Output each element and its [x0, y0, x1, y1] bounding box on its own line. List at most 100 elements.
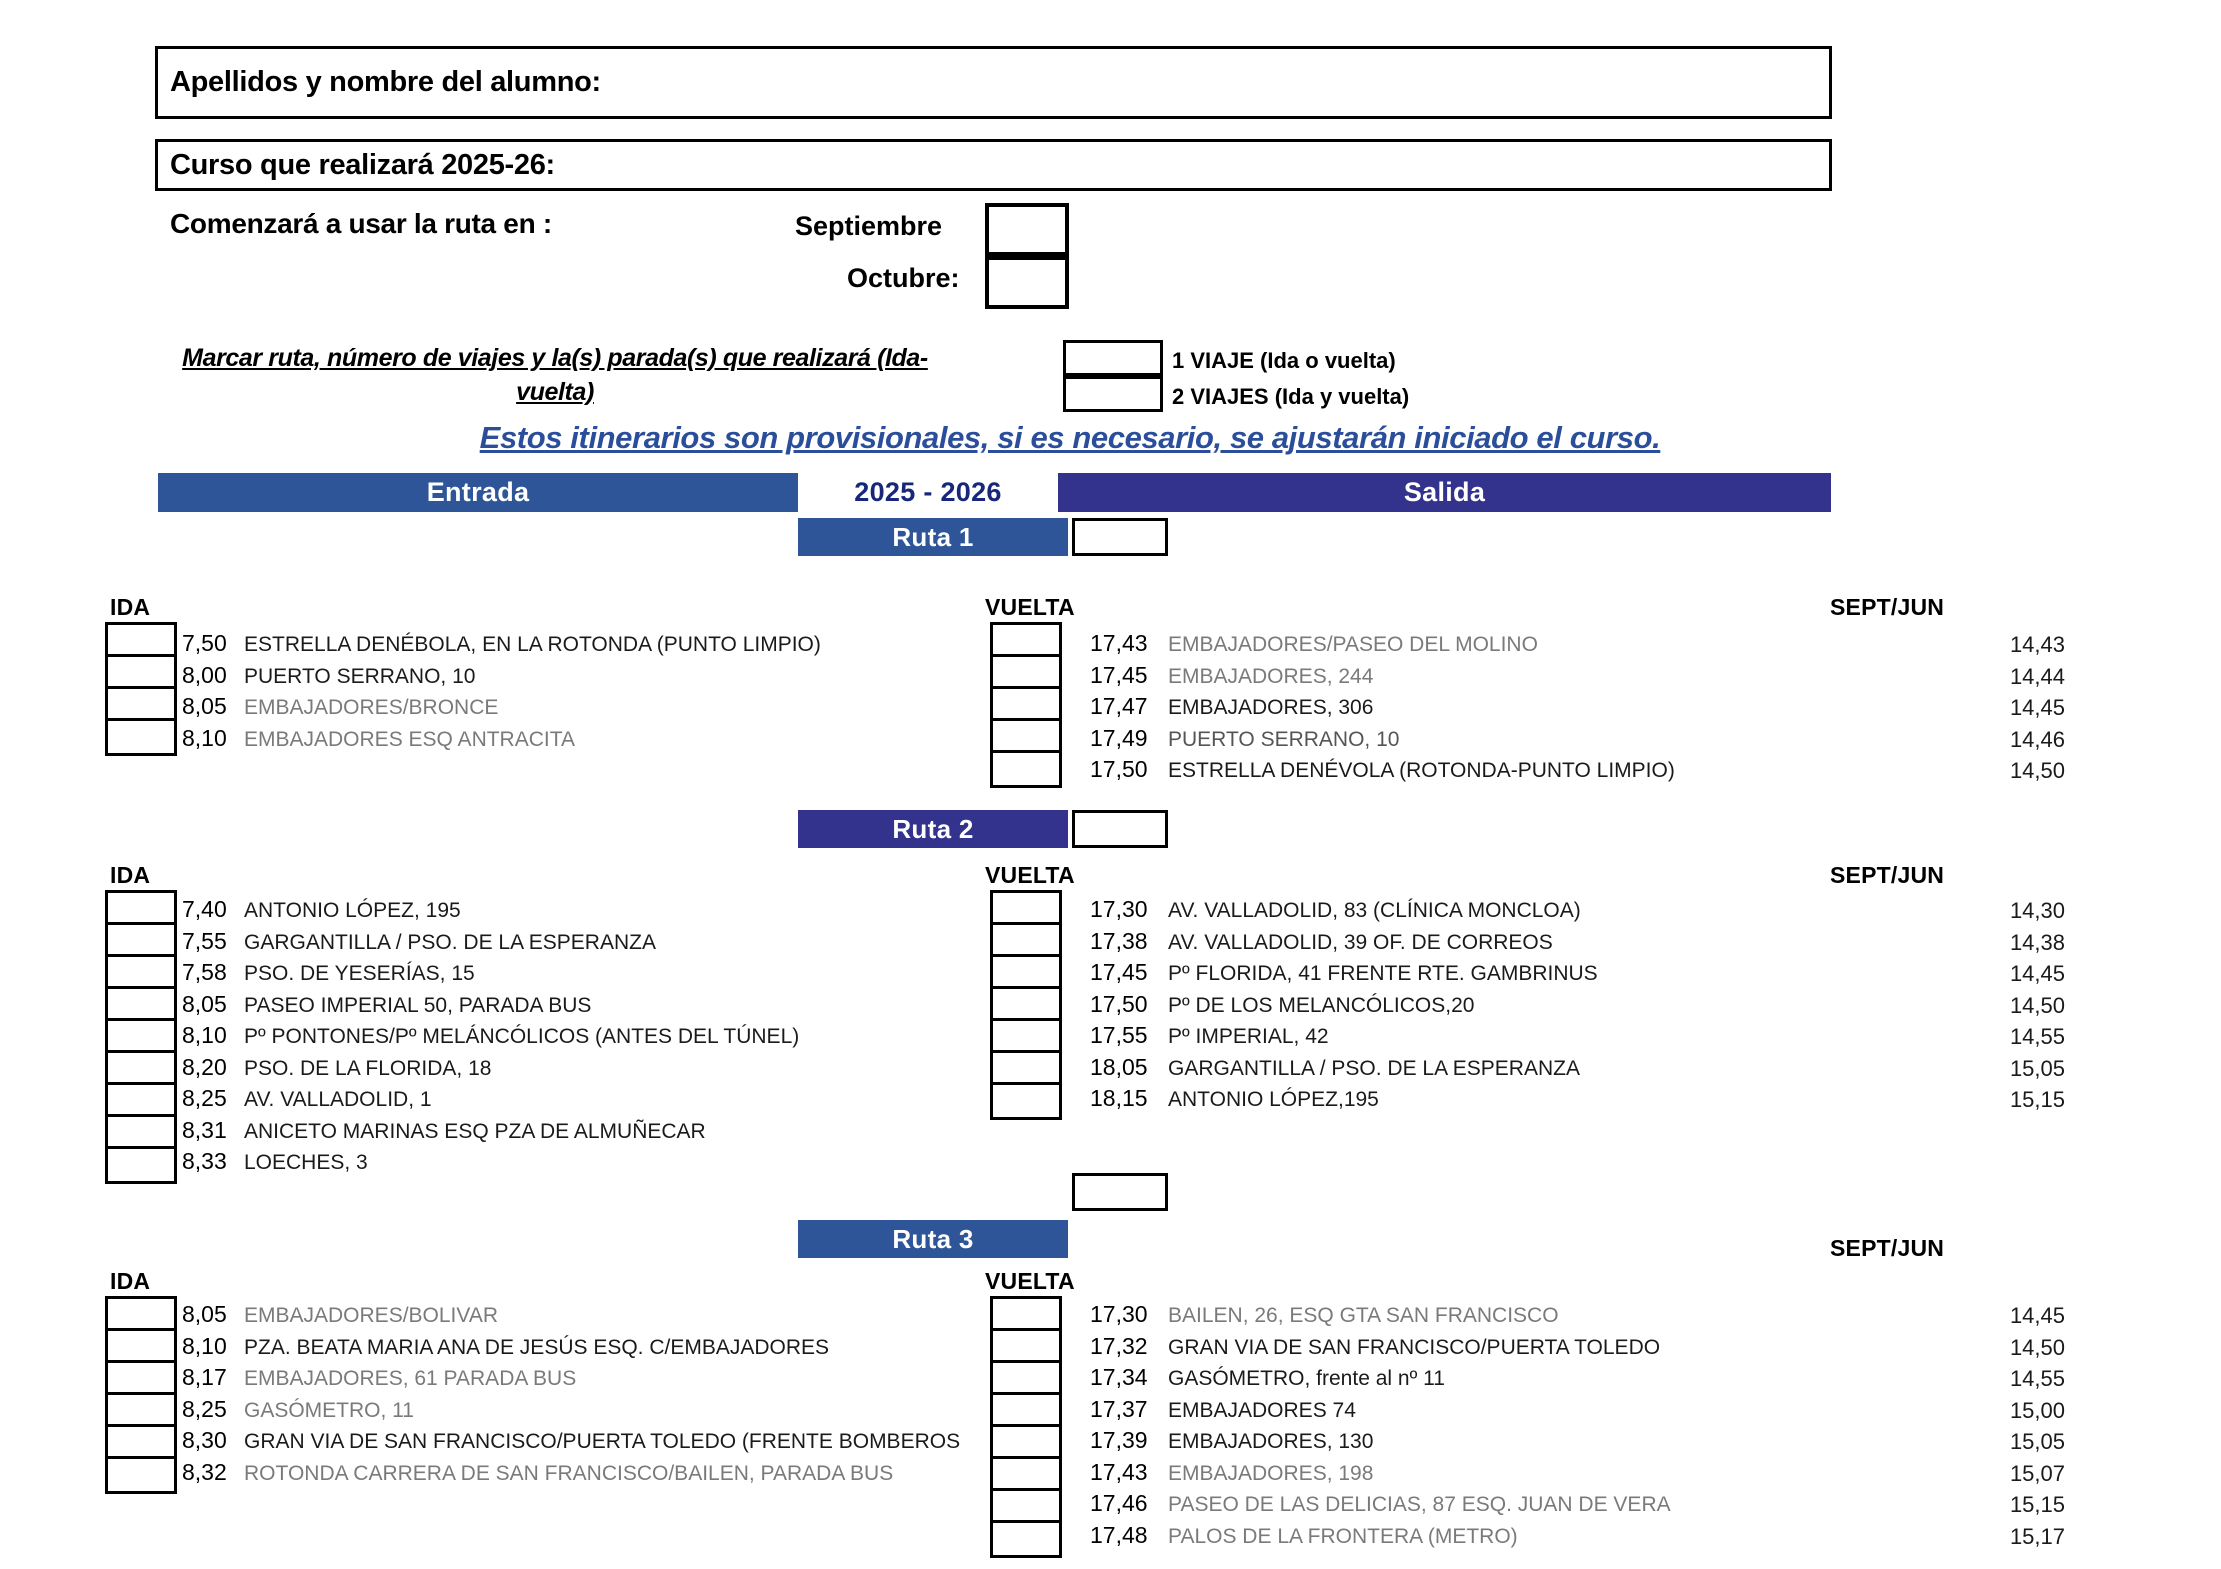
ruta-1-select-checkbox[interactable] — [1072, 518, 1168, 556]
checkbox-cell[interactable] — [993, 893, 1059, 925]
checkbox-cell[interactable] — [108, 1331, 174, 1363]
checkbox-cell[interactable] — [993, 689, 1059, 721]
septjun-time: 14,45 — [2009, 961, 2065, 986]
viaje-1-checkbox[interactable] — [1063, 340, 1163, 376]
checkbox-cell[interactable] — [993, 1523, 1059, 1555]
septjun-time: 14,50 — [2009, 758, 2065, 783]
checkbox-cell[interactable] — [993, 989, 1059, 1021]
checkbox-cell[interactable] — [993, 1299, 1059, 1331]
checkbox-cell[interactable] — [993, 1053, 1059, 1085]
vuelta-checkbox-stack[interactable] — [990, 890, 1062, 1120]
ruta-2-label: Ruta 2 — [892, 813, 974, 844]
salida-header-bar: Salida — [1058, 473, 1831, 512]
septjun-time: 15,15 — [2009, 1492, 2065, 1517]
ida-stop-time: 8,31 — [182, 1116, 227, 1143]
ruta-2-select-checkbox[interactable] — [1072, 810, 1168, 848]
octubre-checkbox[interactable] — [985, 256, 1069, 309]
vuelta-checkbox-stack[interactable] — [990, 1296, 1062, 1558]
checkbox-cell[interactable] — [993, 957, 1059, 989]
curso-field-box[interactable]: Curso que realizará 2025-26: — [155, 139, 1832, 191]
checkbox-cell[interactable] — [993, 1363, 1059, 1395]
checkbox-cell[interactable] — [993, 753, 1059, 785]
viaje-2-checkbox[interactable] — [1063, 376, 1163, 412]
checkbox-cell[interactable] — [108, 893, 174, 925]
vuelta-stop-time: 17,34 — [1090, 1364, 1148, 1390]
checkbox-cell[interactable] — [108, 1459, 174, 1491]
checkbox-cell[interactable] — [993, 721, 1059, 753]
ida-column-header: IDA — [110, 594, 151, 620]
checkbox-cell[interactable] — [108, 1427, 174, 1459]
vuelta-stop-name: AV. VALLADOLID, 39 OF. DE CORREOS — [1168, 930, 1553, 954]
vuelta-stop-time: 17,37 — [1090, 1395, 1148, 1422]
checkbox-cell[interactable] — [108, 989, 174, 1021]
apellidos-field-box[interactable]: Apellidos y nombre del alumno: — [155, 46, 1832, 119]
provisional-notice: Estos itinerarios son provisionales, si … — [479, 420, 1661, 455]
checkbox-cell[interactable] — [993, 625, 1059, 657]
septjun-column-header: SEPT/JUN — [1830, 594, 1945, 620]
ida-stop-time: 7,55 — [182, 927, 227, 954]
vuelta-stop-name: EMBAJADORES, 130 — [1168, 1430, 1374, 1453]
vuelta-stop-name: ANTONIO LÓPEZ,195 — [1168, 1088, 1379, 1111]
anio-header-bar: 2025 - 2026 — [798, 473, 1058, 512]
checkbox-cell[interactable] — [108, 657, 174, 689]
checkbox-cell[interactable] — [993, 1459, 1059, 1491]
ida-column-header: IDA — [110, 1268, 151, 1294]
ida-checkbox-stack[interactable] — [105, 622, 177, 756]
vuelta-stop-time: 17,55 — [1090, 1022, 1148, 1048]
entrada-label: Entrada — [426, 477, 530, 507]
checkbox-cell[interactable] — [108, 1053, 174, 1085]
checkbox-cell[interactable] — [108, 625, 174, 657]
checkbox-cell[interactable] — [108, 721, 174, 753]
checkbox-cell[interactable] — [108, 1021, 174, 1053]
checkbox-cell[interactable] — [993, 925, 1059, 957]
ruta-3-label: Ruta 3 — [892, 1223, 974, 1254]
checkbox-cell[interactable] — [108, 1085, 174, 1117]
checkbox-cell[interactable] — [108, 1363, 174, 1395]
ruta-3-select-checkbox[interactable] — [1072, 1173, 1168, 1211]
checkbox-cell[interactable] — [108, 925, 174, 957]
checkbox-cell[interactable] — [108, 1395, 174, 1427]
septiembre-checkbox[interactable] — [985, 203, 1069, 256]
vuelta-stop-name: Pº IMPERIAL, 42 — [1168, 1025, 1329, 1048]
vuelta-stop-time: 17,30 — [1090, 896, 1148, 922]
vuelta-stop-name: AV. VALLADOLID, 83 (CLÍNICA MONCLOA) — [1168, 899, 1581, 922]
checkbox-cell[interactable] — [993, 1427, 1059, 1459]
septjun-time: 14,50 — [2009, 1334, 2065, 1360]
ida-stop-time: 8,30 — [182, 1427, 227, 1453]
ida-stop-name: ANTONIO LÓPEZ, 195 — [244, 899, 461, 922]
vuelta-stop-name: EMBAJADORES 74 — [1168, 1398, 1356, 1422]
checkbox-cell[interactable] — [993, 657, 1059, 689]
ida-checkbox-stack[interactable] — [105, 890, 177, 1184]
ida-stop-row: 8,30 GRAN VIA DE SAN FRANCISCO/PUERTA TOL… — [182, 1427, 961, 1453]
checkbox-cell[interactable] — [108, 689, 174, 721]
ida-stop-name: PUERTO SERRANO, 10 — [244, 664, 476, 688]
ida-stop-name: Pº PONTONES/Pº MELÁNCÓLICOS (ANTES DEL T… — [244, 1025, 800, 1048]
ida-stop-time: 7,50 — [182, 630, 227, 656]
checkbox-cell[interactable] — [108, 957, 174, 989]
checkbox-cell[interactable] — [108, 1117, 174, 1149]
vuelta-checkbox-stack[interactable] — [990, 622, 1062, 788]
ida-checkbox-stack[interactable] — [105, 1296, 177, 1494]
ida-stop-time: 8,10 — [182, 724, 227, 751]
checkbox-cell[interactable] — [993, 1021, 1059, 1053]
ida-stop-time: 8,32 — [182, 1458, 227, 1485]
ida-column-header: IDA — [110, 862, 151, 888]
checkbox-cell[interactable] — [108, 1149, 174, 1181]
checkbox-cell[interactable] — [108, 1299, 174, 1331]
checkbox-cell[interactable] — [993, 1395, 1059, 1427]
vuelta-column-header: VUELTA — [985, 594, 1075, 620]
septjun-time: 14,45 — [2009, 1303, 2065, 1328]
checkbox-cell[interactable] — [993, 1491, 1059, 1523]
ida-stop-name: GRAN VIA DE SAN FRANCISCO/PUERTA TOLEDO … — [244, 1430, 961, 1453]
vuelta-column-header: VUELTA — [985, 1268, 1075, 1294]
checkbox-cell[interactable] — [993, 1085, 1059, 1117]
septjun-time: 14,45 — [2009, 695, 2065, 720]
checkbox-cell[interactable] — [993, 1331, 1059, 1363]
